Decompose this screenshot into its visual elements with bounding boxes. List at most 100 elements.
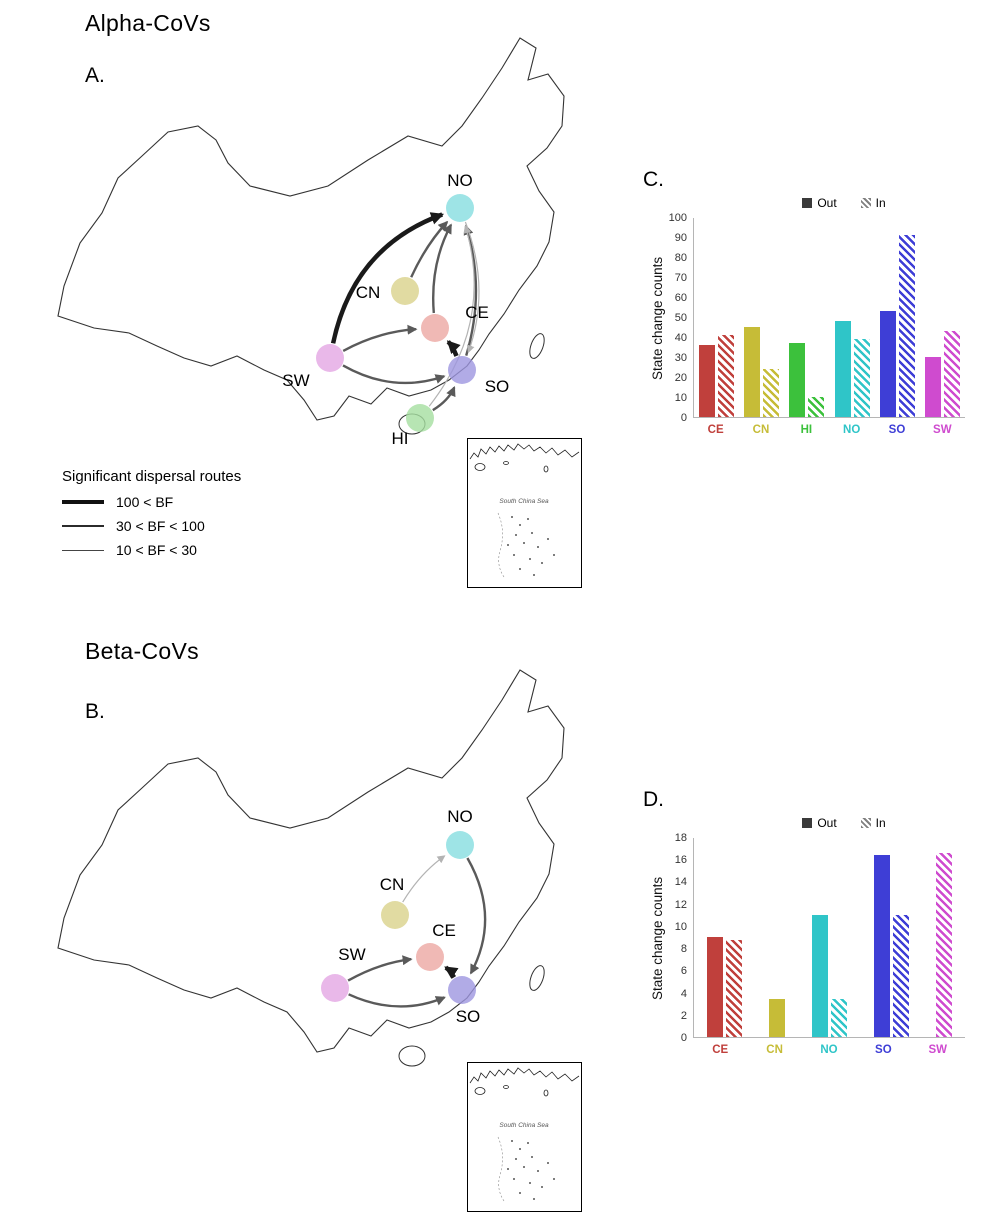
inset-boundary-dashes [497,1136,505,1202]
y-axis-title: State change counts [650,256,665,380]
dispersal-legend: Significant dispersal routes 100 < BF 30… [62,468,302,566]
dispersal-route-SW-CE [347,955,413,982]
category-label-SW: SW [928,1044,948,1056]
dispersal-route-SW-CE [342,324,418,352]
inset-island [543,465,549,473]
inset-coastline [469,1067,580,1084]
bar-group-SO [873,854,909,1037]
region-label-NO: NO [447,807,473,826]
dispersal-legend-title: Significant dispersal routes [62,468,242,485]
bar-group-CN [744,327,780,417]
chart-legend: Out In [698,816,990,830]
y-tick-label: 90 [674,232,687,244]
dispersal-route-NO-SO [466,857,487,975]
dispersal-route-CN-NO [402,855,446,903]
y-tick-label: 70 [674,272,687,284]
legend-item-out: Out [802,816,837,830]
hatched-swatch-icon [860,818,871,828]
bar-CE-out [699,345,716,417]
category-label-SO: SO [888,424,906,436]
legend-label: 30 < BF < 100 [116,518,205,534]
bar-group-CE [699,335,735,417]
region-label-CN: CN [380,875,405,894]
bar-CE-in [726,940,743,1037]
bar-group-SW [935,852,952,1037]
solid-swatch-icon [802,818,813,828]
region-label-SO: SO [485,377,510,396]
taiwan-island [529,965,545,991]
bar-SW-in [943,331,960,417]
inset-islets [507,1140,555,1200]
solid-swatch-icon [802,198,813,208]
china-outline [57,37,565,421]
y-tick-label: 10 [674,392,687,404]
region-node-CN [381,901,409,929]
y-tick-label: 10 [674,920,687,933]
bar-SO-in [892,914,909,1037]
dispersal-route-HI-SO [432,386,456,412]
south-china-sea-inset-a: South China Sea [467,438,582,588]
y-tick-label: 100 [668,212,687,224]
legend-row-high: 100 < BF [62,494,302,510]
y-tick-label: 16 [674,854,687,867]
thin-line-icon [62,549,104,551]
inset-island [503,461,509,465]
y-tick-label: 6 [680,965,687,978]
category-label-NO: NO [820,1044,838,1056]
inset-boundary-dashes [497,512,505,578]
region-node-CN [391,277,419,305]
legend-row-mid: 30 < BF < 100 [62,518,302,534]
region-node-SO [448,976,476,1004]
dispersal-route-SO-NO [463,224,478,356]
region-label-CN: CN [356,283,381,302]
legend-item-in: In [860,196,886,210]
legend-label: 100 < BF [116,494,174,510]
category-label-CE: CE [707,424,724,436]
plot-area [693,218,965,418]
region-node-NO [446,831,474,859]
y-tick-label: 14 [674,876,687,889]
legend-series-label: In [875,816,886,830]
dispersal-route-SW-SO [342,364,446,385]
bar-HI-in [808,397,825,417]
y-tick-label: 50 [674,312,687,324]
category-label-NO: NO [843,424,861,436]
beta-title: Beta-CoVs [85,638,199,664]
legend-series-label: In [875,196,886,210]
legend-row-low: 10 < BF < 30 [62,542,302,558]
dispersal-route-SW-SO [348,993,446,1008]
bar-CN-in [763,369,780,417]
legend-series-label: Out [817,816,837,830]
region-label-CE: CE [432,921,456,940]
region-label-SO: SO [456,1007,481,1026]
y-tick-label: 40 [674,332,687,344]
y-tick-label: 2 [680,1009,687,1022]
bar-NO-in [830,999,847,1037]
panel-a-label: A. [85,64,105,87]
category-label-HI: HI [800,424,813,436]
bar-group-NO [834,321,870,417]
y-axis-title: State change counts [650,876,665,1000]
bar-group-HI [789,343,825,417]
bar-SO-in [898,235,915,417]
y-tick-label: 60 [674,292,687,304]
dispersal-route-SO-CE [444,965,459,980]
hainan-island [398,1045,426,1067]
inset-island [503,1085,509,1089]
inset-coastline [469,443,580,460]
bar-CN-out [769,999,786,1037]
bar-group-SW [924,331,960,417]
legend-series-label: Out [817,196,837,210]
bar-group-SO [879,235,915,417]
plot-area [693,838,965,1038]
region-node-CE [416,943,444,971]
bar-group-CN [769,999,786,1037]
category-label-SW: SW [933,424,952,436]
